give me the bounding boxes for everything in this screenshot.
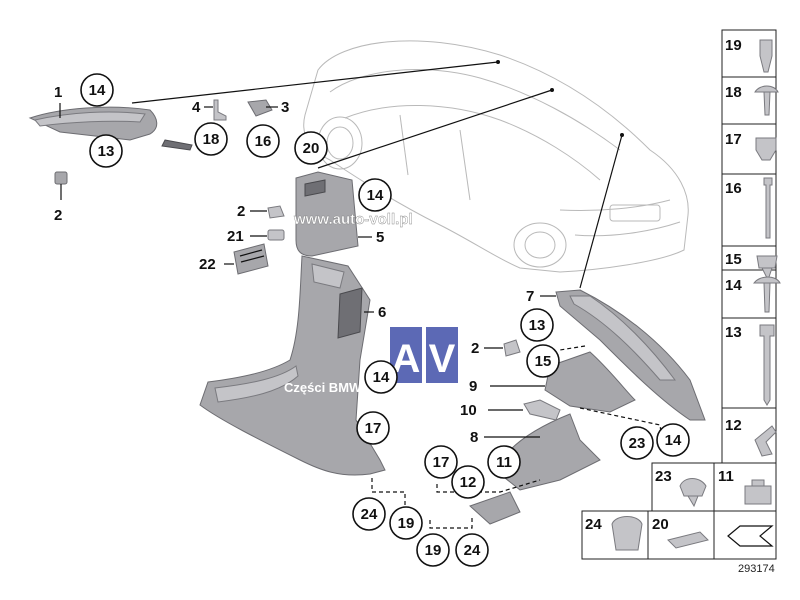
part-21-clip bbox=[250, 229, 285, 241]
label-7: 7 bbox=[526, 288, 534, 305]
clip-23-icon bbox=[679, 478, 707, 508]
pin-16-icon bbox=[763, 177, 773, 239]
table-label-15: 15 bbox=[725, 251, 742, 268]
callout-12a: 12 bbox=[460, 474, 477, 491]
table-label-13: 13 bbox=[725, 324, 742, 341]
label-21: 21 bbox=[227, 228, 244, 245]
callout-14c: 14 bbox=[373, 369, 390, 386]
table-label-19: 19 bbox=[725, 37, 742, 54]
rivet-14-icon bbox=[752, 276, 781, 313]
table-label-16: 16 bbox=[725, 180, 742, 197]
callout-19b: 19 bbox=[425, 542, 442, 559]
callout-14b: 14 bbox=[367, 187, 384, 204]
part-8-trim bbox=[469, 413, 601, 525]
callout-15a: 15 bbox=[535, 353, 552, 370]
callout-17a: 17 bbox=[365, 420, 382, 437]
catalog-code: 293174 bbox=[738, 563, 775, 575]
part-22-vent bbox=[224, 243, 269, 275]
clip-19-icon bbox=[759, 39, 773, 73]
part-3-clip bbox=[247, 99, 278, 117]
callout-23a: 23 bbox=[629, 435, 646, 452]
bracket-12-icon bbox=[754, 425, 777, 457]
callout-20a: 20 bbox=[303, 140, 320, 157]
callout-19a: 19 bbox=[398, 515, 415, 532]
label-2c: 2 bbox=[471, 340, 479, 357]
table-label-17: 17 bbox=[725, 131, 742, 148]
part-1-trim bbox=[28, 106, 193, 151]
callout-24a: 24 bbox=[361, 506, 378, 523]
table-label-18: 18 bbox=[725, 84, 742, 101]
callouts: 14 13 18 16 20 14 14 13 15 17 24 19 17 1… bbox=[80, 73, 690, 567]
part-9-trim bbox=[490, 351, 636, 413]
callout-18a: 18 bbox=[203, 131, 220, 148]
callout-11a: 11 bbox=[496, 454, 512, 471]
label-3: 3 bbox=[281, 99, 289, 116]
callout-13b: 13 bbox=[529, 317, 546, 334]
arrow-symbol-icon bbox=[727, 525, 774, 547]
fastener-table: 19 18 17 16 15 14 13 12 23 11 24 20 2931… bbox=[581, 29, 781, 575]
callout-13a: 13 bbox=[98, 143, 115, 160]
part-2-clip bbox=[54, 171, 68, 200]
label-10: 10 bbox=[460, 402, 477, 419]
clip-15-icon bbox=[756, 255, 778, 282]
nut-clip-17-icon bbox=[755, 137, 777, 161]
callout-17b: 17 bbox=[433, 454, 450, 471]
callout-16a: 16 bbox=[255, 133, 272, 150]
part-2-middle-clip bbox=[250, 205, 285, 219]
watermark-text: Części BMW bbox=[284, 380, 362, 395]
label-9: 9 bbox=[469, 378, 477, 395]
part-2-right-clip bbox=[484, 339, 521, 357]
part-5-upper-trim bbox=[295, 171, 359, 257]
label-2b: 2 bbox=[237, 203, 245, 220]
part-7-trim bbox=[540, 289, 706, 421]
table-label-23: 23 bbox=[655, 468, 672, 485]
part-10-clip bbox=[488, 399, 561, 421]
label-6: 6 bbox=[378, 304, 386, 321]
callout-14a: 14 bbox=[89, 82, 106, 99]
label-22: 22 bbox=[199, 256, 216, 273]
table-label-20: 20 bbox=[652, 516, 669, 533]
label-4: 4 bbox=[192, 99, 201, 116]
table-label-11: 11 bbox=[718, 468, 734, 485]
table-label-24: 24 bbox=[585, 516, 602, 533]
table-label-12: 12 bbox=[725, 417, 742, 434]
watermark-url: www.auto-voll.pl bbox=[293, 211, 413, 228]
screw-13-icon bbox=[759, 324, 775, 406]
grommet-24-icon bbox=[611, 516, 643, 551]
label-8: 8 bbox=[470, 429, 478, 446]
label-1: 1 bbox=[54, 84, 62, 101]
part-labels: 1 2 4 3 2 5 21 22 6 7 2 9 10 8 bbox=[54, 84, 534, 446]
label-5: 5 bbox=[376, 229, 384, 246]
nut-11-icon bbox=[744, 479, 772, 505]
callout-14d: 14 bbox=[665, 432, 682, 449]
watermark-badge-right: V bbox=[429, 337, 456, 381]
callout-24b: 24 bbox=[464, 542, 481, 559]
rivet-18-icon bbox=[754, 85, 779, 116]
table-label-14: 14 bbox=[725, 277, 742, 294]
part-4-bracket bbox=[204, 99, 227, 121]
label-2a: 2 bbox=[54, 207, 62, 224]
nut-20-icon bbox=[667, 531, 709, 549]
part-6-pillar-trim bbox=[199, 255, 386, 476]
